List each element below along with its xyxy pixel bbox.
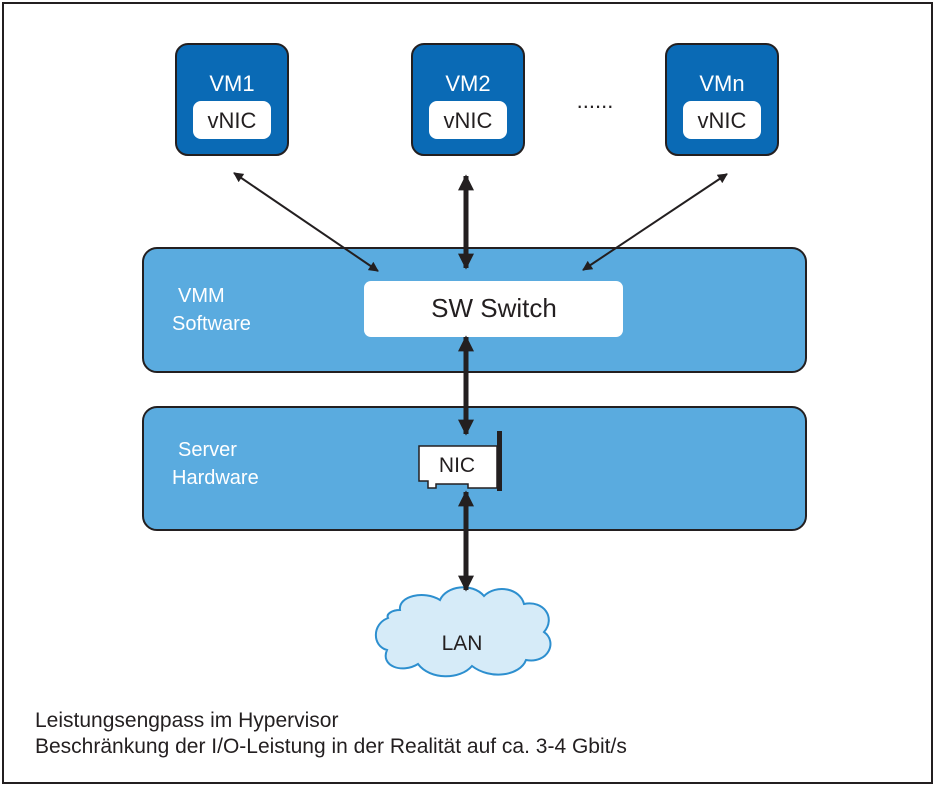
- vnic-1-shape: [193, 101, 271, 139]
- vm-box-n: VMn vNIC: [665, 43, 779, 156]
- vmm-label-line1: VMM: [178, 285, 225, 307]
- arrow-vmn-switch: [582, 173, 728, 271]
- lan-cloud-icon: [374, 586, 552, 678]
- server-label-line1: Server: [178, 439, 237, 461]
- vm-box-1: VM1 vNIC: [175, 43, 289, 156]
- vnic-2-shape: [429, 101, 507, 139]
- nic-label: NIC: [439, 454, 475, 477]
- nic-bracket: [497, 431, 502, 491]
- vmm-software-layer: VMM Software SW Switch: [142, 247, 807, 373]
- vnic-n-shape: [683, 101, 761, 139]
- vm-ellipsis: ......: [577, 88, 614, 113]
- sw-switch-box: [364, 281, 623, 337]
- vnic-2-label: vNIC: [444, 108, 493, 133]
- vm-box-2: VM2 vNIC: [411, 43, 525, 156]
- arrow-vm1-switch: [233, 172, 379, 272]
- server-label-line2: Hardware: [172, 467, 259, 489]
- vmm-label-line2: Software: [172, 313, 251, 335]
- lan-label: LAN: [442, 632, 483, 655]
- vnic-n-label: vNIC: [698, 108, 747, 133]
- vm-1-label: VM1: [209, 71, 254, 96]
- vm-n-label: VMn: [699, 71, 744, 96]
- nic-card-icon: [418, 431, 502, 491]
- caption-line-2: Beschränkung der I/O-Leistung in der Rea…: [35, 735, 627, 758]
- caption-line-1: Leistungsengpass im Hypervisor: [35, 709, 339, 732]
- vnic-1-label: vNIC: [208, 108, 257, 133]
- vm-2-label: VM2: [445, 71, 490, 96]
- server-hardware-layer: Server Hardware NIC: [142, 406, 807, 531]
- sw-switch-label: SW Switch: [431, 293, 557, 323]
